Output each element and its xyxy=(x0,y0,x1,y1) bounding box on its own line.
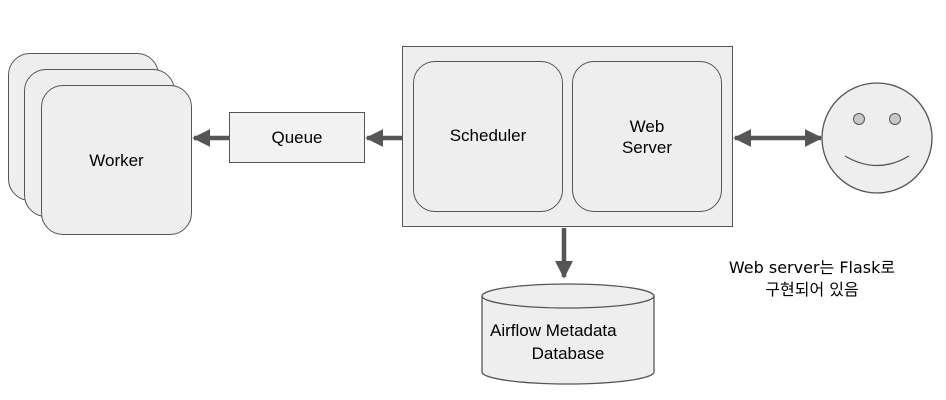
smiley-face-icon xyxy=(821,82,933,194)
scheduler-label: Scheduler xyxy=(449,126,527,145)
queue-node xyxy=(229,112,365,163)
worker-node xyxy=(41,85,192,235)
web-server-label-line2: Server xyxy=(621,138,673,157)
queue-label: Queue xyxy=(271,128,323,147)
database-label-line1: Airflow Metadata xyxy=(490,321,617,340)
note-line2: 구현되어 있음 xyxy=(765,280,859,299)
note-line1: Web server는 Flask로 xyxy=(728,258,896,277)
database-cylinder-icon xyxy=(481,283,655,385)
scheduler-node xyxy=(413,61,563,212)
worker-label: Worker xyxy=(89,151,144,170)
web-server-node xyxy=(572,61,722,212)
web-server-label-line1: Web xyxy=(629,117,665,136)
database-label-line2: Database xyxy=(531,344,605,363)
